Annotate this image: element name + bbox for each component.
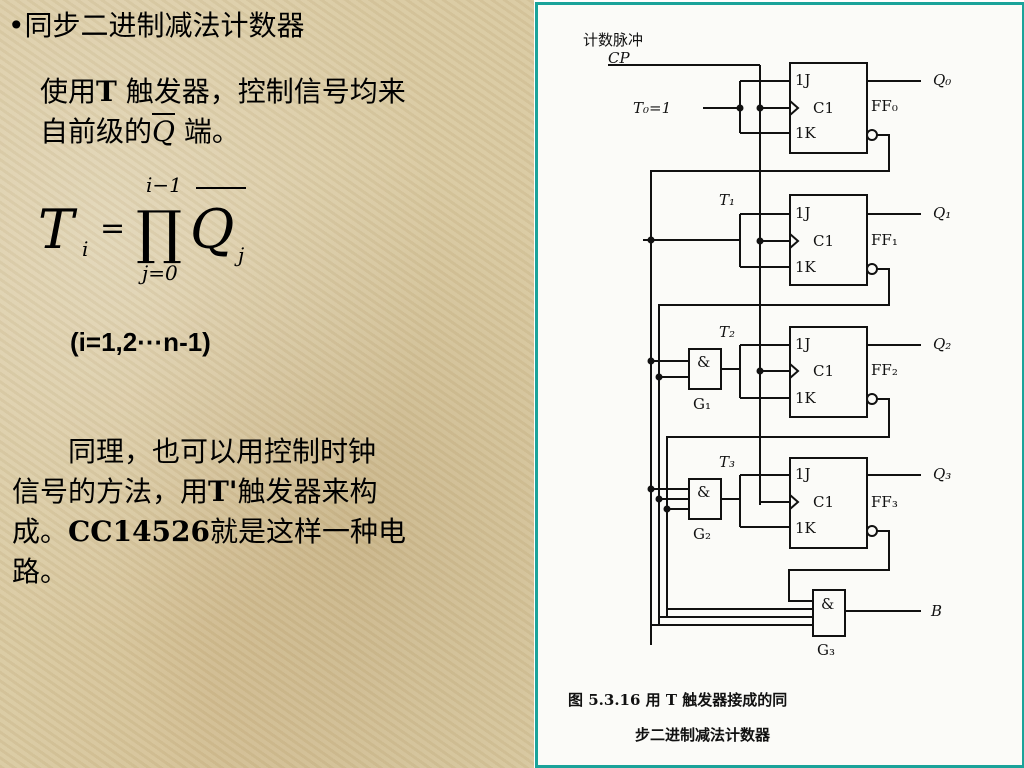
q3-label: Q₃ bbox=[933, 465, 951, 483]
p2-l2c: 触发器来构 bbox=[237, 475, 378, 508]
caption-line-2: 步二进制减法计数器 bbox=[635, 726, 771, 744]
ff1-c: C1 bbox=[813, 232, 834, 250]
cp-label: CP bbox=[608, 49, 630, 67]
product-formula: T i = i−1 ∏ j=0 Q j bbox=[38, 173, 246, 285]
p1-e: 端。 bbox=[174, 115, 240, 148]
p2-l1: 同理，也可以用控制时钟 bbox=[68, 435, 377, 468]
paragraph-2: 同理，也可以用控制时钟 信号的方法，用T'触发器来构 成。CC14526就是这样… bbox=[12, 432, 406, 592]
caption-line-1: 图 5.3.16 用 T 触发器接成的同 bbox=[568, 691, 787, 709]
q1-label: Q₁ bbox=[933, 204, 951, 222]
ff3-name: FF₃ bbox=[871, 493, 898, 511]
p1-a: 使用 bbox=[40, 75, 97, 108]
slide-title: •同步二进制减法计数器 bbox=[8, 9, 305, 42]
formula-lhs-sub: i bbox=[82, 237, 88, 261]
q2-label: Q₂ bbox=[933, 335, 951, 353]
t0-label: T₀=1 bbox=[633, 99, 671, 117]
p1-d: 自前级的 bbox=[40, 115, 153, 148]
counter-circuit-diagram: 计数脉冲 CP T₀=1 T₁ T₂ T₃ 1J C1 1K 1J C1 1K … bbox=[568, 31, 951, 744]
t1-label: T₁ bbox=[719, 191, 735, 209]
pulse-label: 计数脉冲 bbox=[583, 31, 643, 49]
formula-var: Q bbox=[190, 198, 234, 261]
ff3-k: 1K bbox=[795, 519, 817, 537]
p2-l2a: 信号的方法，用 bbox=[12, 475, 209, 508]
ff1-k: 1K bbox=[795, 258, 817, 276]
ff3-j: 1J bbox=[795, 465, 811, 483]
q0-label: Q₀ bbox=[933, 71, 951, 89]
p2-l3c: 就是这样一种电 bbox=[210, 515, 407, 548]
formula-lhs: T bbox=[38, 198, 78, 261]
ff0-j: 1J bbox=[795, 71, 811, 89]
g1-amp: & bbox=[697, 353, 710, 371]
p2-l2b: T' bbox=[208, 475, 238, 508]
ff0-k: 1K bbox=[795, 124, 817, 142]
ff2-k: 1K bbox=[795, 389, 817, 407]
b-label: B bbox=[930, 602, 942, 620]
ff1-name: FF₁ bbox=[871, 231, 898, 249]
q-bar: Q bbox=[152, 115, 175, 148]
p1-c: 触发器，控制信号均来 bbox=[116, 75, 406, 108]
p2-l3a: 成。 bbox=[12, 515, 69, 548]
g3-label: G₃ bbox=[817, 641, 835, 659]
left-panel: •同步二进制减法计数器 使用T 触发器，控制信号均来 自前级的Q 端。 T i … bbox=[0, 0, 534, 768]
g1-label: G₁ bbox=[693, 395, 711, 413]
ff2-c: C1 bbox=[813, 362, 834, 380]
paragraph-1: 使用T 触发器，控制信号均来 自前级的Q 端。 bbox=[40, 72, 406, 152]
circuit-panel: 计数脉冲 CP T₀=1 T₁ T₂ T₃ 1J C1 1K 1J C1 1K … bbox=[535, 2, 1024, 768]
p1-b: T bbox=[96, 75, 117, 108]
t2-label: T₂ bbox=[719, 323, 735, 341]
ff0-name: FF₀ bbox=[871, 97, 898, 115]
formula-eq: = bbox=[100, 211, 125, 246]
p2-l3b: CC14526 bbox=[68, 515, 210, 548]
g3-amp: & bbox=[821, 595, 834, 613]
g2-amp: & bbox=[697, 483, 710, 501]
formula-lower: j=0 bbox=[138, 261, 178, 285]
formula-prod: ∏ bbox=[136, 198, 182, 266]
p2-l4: 路。 bbox=[12, 555, 69, 588]
ff0-c: C1 bbox=[813, 99, 834, 117]
t3-label: T₃ bbox=[719, 453, 735, 471]
formula-var-sub: j bbox=[234, 243, 244, 267]
formula-upper: i−1 bbox=[146, 173, 182, 197]
ff3-c: C1 bbox=[813, 493, 834, 511]
ff2-name: FF₂ bbox=[871, 361, 898, 379]
ff1-j: 1J bbox=[795, 204, 811, 222]
ff2-j: 1J bbox=[795, 335, 811, 353]
g2-label: G₂ bbox=[693, 525, 711, 543]
index-range: (i=1,2···n-1) bbox=[70, 327, 211, 357]
